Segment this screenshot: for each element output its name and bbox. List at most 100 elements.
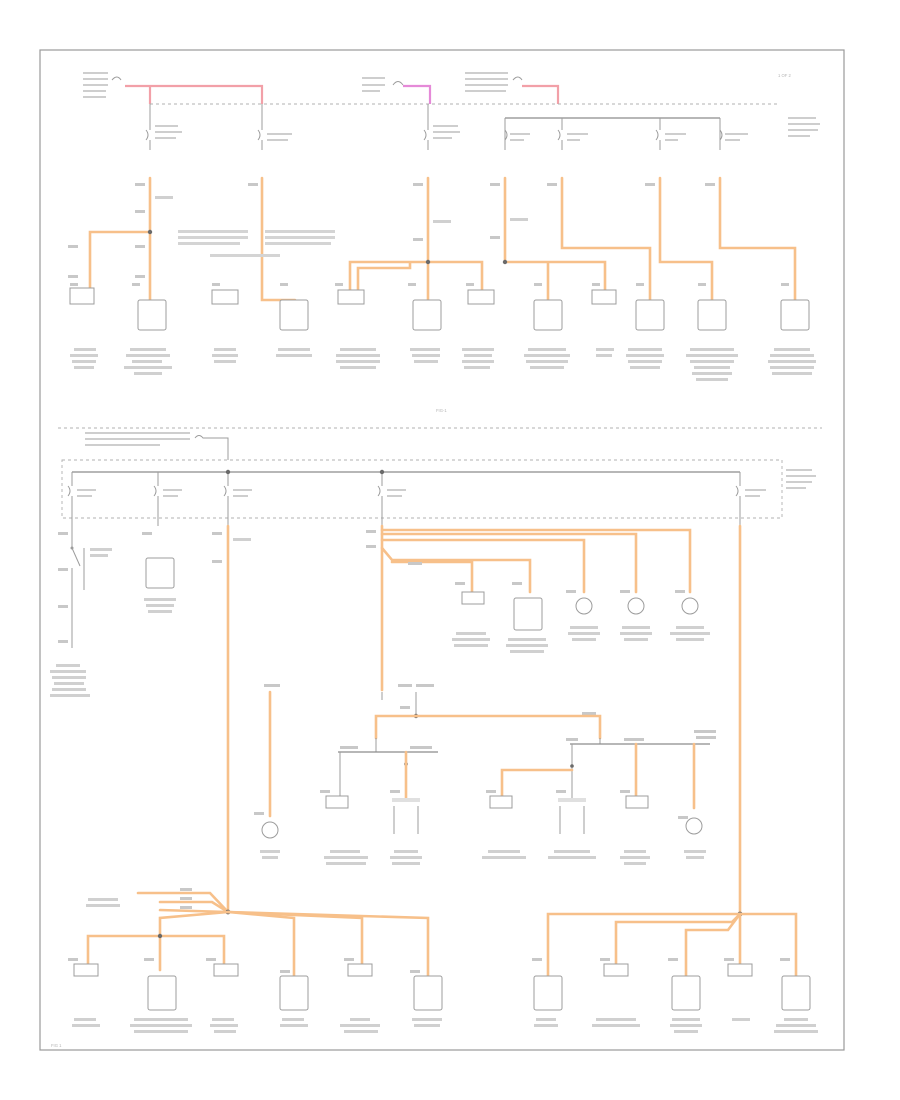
fuse-top-7 (719, 129, 748, 150)
component-t10 (635, 283, 665, 331)
right-drop-3 (684, 912, 742, 982)
top-wire-codes (68, 183, 715, 278)
component-m11 (620, 790, 650, 865)
component-m1 (142, 532, 176, 613)
component-lamp-m4 (568, 597, 600, 641)
component-b3 (206, 958, 239, 1033)
corner-label: 1 OF 2 (778, 73, 791, 78)
right-drop-5 (738, 912, 798, 982)
feed-wire-pink-middle (403, 84, 432, 104)
feed-wire-red-right (522, 84, 560, 104)
bottom-left-components (68, 958, 443, 1033)
top-wire-6 (658, 176, 714, 302)
harness-wire-1 (136, 891, 230, 914)
right-source-label (465, 72, 523, 92)
top-wire-3 (348, 176, 484, 302)
component-t6 (408, 283, 442, 331)
top-wire-5 (560, 176, 652, 302)
splice-junction (381, 684, 596, 719)
component-m3 (506, 597, 548, 653)
component-b7 (532, 958, 563, 1027)
component-t9 (591, 283, 617, 305)
left-harness-labels (86, 888, 192, 909)
component-b5 (340, 958, 380, 1033)
component-t5 (335, 283, 365, 305)
diagram-frame (39, 49, 845, 1051)
middle-source-label (362, 77, 404, 92)
figure-id-label: FIG 1 (51, 1043, 62, 1048)
lower-source-label (85, 432, 229, 460)
component-lamp-m6 (670, 597, 710, 641)
left-drop-4 (226, 910, 430, 982)
component-t12 (780, 283, 810, 331)
harness-wire-3 (158, 908, 230, 914)
feed-wire-red-left (125, 84, 264, 104)
harness-wire-2 (158, 900, 230, 914)
top-wire-4 (503, 176, 607, 302)
top-components (69, 283, 810, 331)
splice-wire-left (374, 714, 418, 740)
fuse-top-1 (145, 104, 182, 150)
left-sub-bus (338, 746, 438, 798)
fanout-wire-6 (390, 560, 474, 594)
left-switch-chain (50, 526, 112, 697)
component-t7 (466, 283, 495, 305)
component-t1 (69, 283, 95, 305)
right-drop-1 (546, 912, 742, 982)
component-lamp-m5 (620, 597, 652, 641)
fuse-low-5 (735, 472, 766, 526)
component-b8 (592, 958, 640, 1027)
left-source-label (83, 72, 122, 98)
component-b6 (410, 970, 443, 1027)
component-m9 (482, 790, 526, 859)
bottom-distribution (68, 524, 818, 1033)
component-m7 (320, 790, 368, 865)
lower-fuse-block (61, 459, 783, 519)
fuse-top-6 (655, 118, 686, 150)
component-m2 (452, 591, 490, 647)
trunk-codes (212, 532, 251, 563)
component-b4 (279, 970, 309, 1027)
fanout-wire-3 (380, 532, 638, 594)
splice-wire-right (414, 714, 602, 740)
top-wire-1 (88, 176, 152, 302)
fuse-block-label (788, 117, 820, 137)
right-drop-2 (614, 912, 742, 972)
left-drop-1 (86, 910, 230, 972)
lower-fuse-block-label (786, 469, 816, 489)
section-figure-ref: FIG-1 (436, 408, 447, 413)
top-wire-7 (718, 176, 797, 302)
fuse-top-4 (504, 129, 530, 150)
fanout-wire-4 (380, 538, 586, 594)
fuse-low-1 (67, 472, 96, 526)
top-wire-2 (260, 176, 297, 302)
fuse-low-3 (223, 472, 252, 526)
component-t11 (697, 283, 727, 331)
top-power-feeds (68, 72, 820, 381)
component-t8 (533, 283, 563, 331)
fanout-codes (366, 530, 685, 593)
fuse-low-4 (377, 472, 406, 526)
component-m10 (548, 790, 596, 859)
component-b1 (68, 958, 100, 1027)
fuse-top-5 (557, 118, 588, 150)
component-t2 (132, 283, 167, 331)
component-b2 (130, 958, 192, 1033)
component-b9 (668, 958, 702, 1033)
component-lamp-m12 (678, 816, 706, 859)
middle-power-distribution (50, 432, 816, 914)
component-b10 (724, 958, 753, 1021)
fuse-top-3 (423, 104, 460, 150)
component-t3 (211, 283, 239, 305)
fanout-wire-5 (380, 546, 532, 594)
component-b11 (774, 958, 818, 1033)
top-component-captions (70, 348, 816, 381)
fuse-top-2 (257, 104, 292, 150)
right-sub-wire-1 (500, 768, 574, 800)
bottom-right-components (532, 958, 818, 1033)
fanout-wire-2 (380, 528, 692, 594)
component-lamp-m13 (254, 684, 280, 859)
fuse-low-2 (153, 472, 182, 526)
component-t4 (279, 283, 309, 331)
